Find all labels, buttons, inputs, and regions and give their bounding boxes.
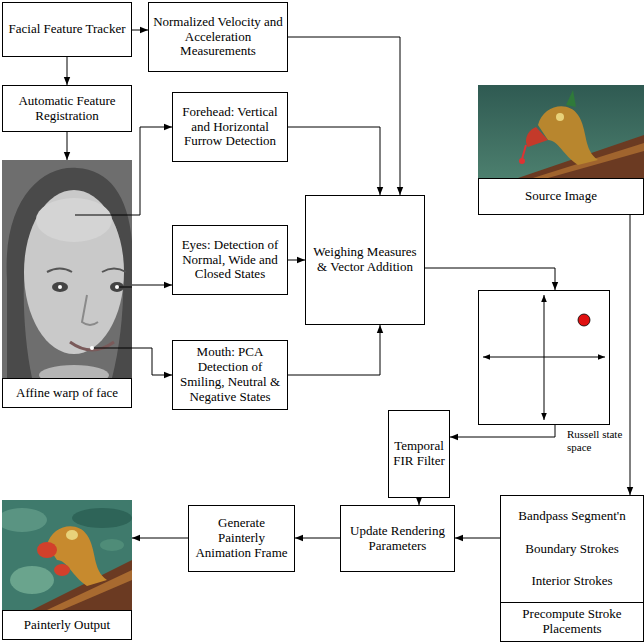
- flow-arrow: [288, 325, 380, 375]
- source-panel: Source Image: [478, 85, 644, 215]
- caption-box: Painterly Output: [2, 610, 132, 640]
- face-panel: Affine warp of face: [2, 160, 132, 408]
- flow-arrow: [419, 498, 420, 505]
- caption-label: Painterly Output: [24, 618, 110, 633]
- flow-arrow: [288, 260, 305, 261]
- measurement-box: Normalized Velocity and Acceleration Mea…: [148, 2, 288, 72]
- box-label: Generate Painterly Animation Frame: [193, 516, 290, 561]
- flow-arrow: [67, 57, 68, 85]
- flow-arrow: [295, 538, 340, 539]
- caption-box: Source Image: [478, 178, 644, 215]
- box-label: Mouth: PCA Detection of Smiling, Neutral…: [177, 345, 283, 405]
- process-box: Automatic Feature Registration: [2, 85, 132, 132]
- process-box: Facial Feature Tracker: [2, 2, 132, 57]
- box-label: Forehead: Vertical and Horizontal Furrow…: [177, 105, 283, 150]
- flow-arrow: [288, 127, 380, 195]
- flow-arrow: [132, 30, 148, 31]
- painterly-image: [2, 500, 132, 610]
- caption-box: Affine warp of face: [2, 378, 132, 408]
- face-photo: [2, 160, 132, 378]
- box-label: Automatic Feature Registration: [7, 94, 127, 124]
- image-area: [2, 500, 132, 610]
- state-space-box: Russell state space: [478, 290, 610, 425]
- stack-top: Bandpass Segment'nBoundary StrokesInteri…: [501, 496, 643, 602]
- box-label: Temporal FIR Filter: [393, 439, 445, 469]
- step-label: Bandpass Segment'n: [505, 509, 639, 524]
- flow-arrow: [132, 538, 188, 539]
- box-label: Facial Feature Tracker: [9, 22, 126, 37]
- flow-arrow: [630, 215, 631, 495]
- stack-footer: Precompute Stroke Placements: [501, 602, 643, 641]
- process-box: Update Rendering Parameters: [340, 505, 455, 572]
- step-label: Boundary Strokes: [505, 542, 639, 557]
- detector-box: Mouth: PCA Detection of Smiling, Neutral…: [172, 340, 288, 410]
- flow-arrow: [67, 132, 68, 160]
- box-label: Normalized Velocity and Acceleration Mea…: [153, 15, 283, 60]
- russell-axes: [478, 290, 610, 425]
- box-label: Update Rendering Parameters: [345, 524, 450, 554]
- box-label: Weighing Measures & Vector Addition: [310, 245, 420, 275]
- filter-box: Temporal FIR Filter: [388, 410, 450, 498]
- detector-box: Forehead: Vertical and Horizontal Furrow…: [172, 92, 288, 162]
- step-label: Interior Strokes: [505, 574, 639, 589]
- process-box: Generate Painterly Animation Frame: [188, 505, 295, 572]
- image-area: [2, 160, 132, 378]
- flow-arrow: [425, 268, 555, 290]
- box-label: Eyes: Detection of Normal, Wide and Clos…: [177, 238, 283, 283]
- flow-arrow: [132, 285, 172, 286]
- precompute-box: Bandpass Segment'nBoundary StrokesInteri…: [500, 495, 644, 642]
- image-area: [478, 85, 644, 178]
- detector-box: Eyes: Detection of Normal, Wide and Clos…: [172, 225, 288, 295]
- flow-arrow: [132, 127, 172, 215]
- source-photo: [478, 85, 644, 178]
- flow-arrow: [455, 538, 500, 539]
- flow-arrow: [132, 348, 172, 375]
- output-panel: Painterly Output: [2, 500, 132, 640]
- axis-caption: Russell state space: [567, 428, 623, 453]
- flow-arrow: [288, 37, 400, 195]
- flow-arrow: [450, 425, 555, 437]
- process-box: Weighing Measures & Vector Addition: [305, 195, 425, 325]
- caption-label: Source Image: [525, 189, 597, 204]
- caption-label: Affine warp of face: [16, 386, 118, 401]
